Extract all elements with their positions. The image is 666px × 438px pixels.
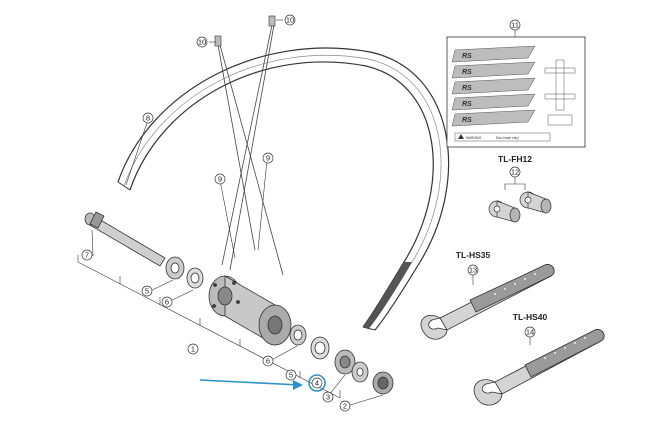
svg-text:RS: RS	[462, 117, 472, 124]
svg-text:Disc brake only!: Disc brake only!	[496, 136, 519, 140]
svg-text:13: 13	[469, 266, 477, 275]
tool-tl-hs35: TL-HS35 13	[420, 250, 555, 340]
callout-5-right: 5	[285, 369, 297, 381]
svg-text:1: 1	[191, 345, 195, 354]
callout-9-right: 9	[262, 152, 274, 164]
svg-text:TL-HS35: TL-HS35	[456, 250, 491, 260]
svg-text:8: 8	[146, 114, 150, 123]
callout-2: 2	[339, 400, 351, 412]
svg-text:TL-HS40: TL-HS40	[513, 312, 548, 322]
svg-text:5: 5	[145, 287, 149, 296]
callout-6-right: 6	[262, 355, 274, 367]
svg-text:RS: RS	[462, 101, 472, 108]
decal-sheet: 11 RS RS RS RS RS WARNING Disc brake onl…	[446, 19, 586, 148]
svg-text:7: 7	[85, 251, 89, 260]
svg-text:14: 14	[526, 328, 534, 337]
callout-4: 4	[311, 377, 323, 389]
callout-7: 7	[81, 249, 93, 261]
svg-text:12: 12	[511, 168, 519, 177]
spoke-left-b	[219, 44, 284, 276]
svg-text:6: 6	[165, 298, 169, 307]
svg-text:11: 11	[511, 21, 519, 30]
rim	[117, 47, 450, 331]
svg-text:5: 5	[289, 371, 293, 380]
tool-tl-fh12: TL-FH12 12	[488, 154, 552, 223]
callout-10-left: 10	[196, 36, 208, 48]
callout-9-left: 9	[214, 173, 226, 185]
spoke-right	[221, 24, 273, 266]
svg-text:6: 6	[266, 357, 270, 366]
svg-text:WARNING: WARNING	[466, 136, 482, 140]
spoke-left	[217, 44, 256, 251]
hub-assembly	[84, 211, 394, 395]
leader-lines	[77, 19, 384, 406]
spokes	[214, 15, 284, 276]
tool-tl-hs40: TL-HS40 14	[473, 312, 605, 406]
callout-10-right: 10	[284, 14, 296, 26]
axle	[84, 211, 166, 267]
callout-5-left: 5	[141, 285, 153, 297]
hub-shell	[208, 275, 292, 346]
highlight-arrow	[199, 374, 326, 392]
svg-text:RS: RS	[462, 85, 472, 92]
callout-6-left: 6	[161, 296, 173, 308]
svg-text:RS: RS	[462, 53, 472, 60]
svg-text:10: 10	[286, 16, 294, 25]
svg-text:2: 2	[343, 402, 347, 411]
svg-text:RS: RS	[462, 69, 472, 76]
svg-text:9: 9	[266, 154, 270, 163]
svg-text:9: 9	[218, 175, 222, 184]
callout-3: 3	[322, 391, 334, 403]
callout-1: 1	[187, 343, 199, 355]
decal-logos	[451, 45, 536, 127]
svg-text:TL-FH12: TL-FH12	[498, 154, 532, 164]
svg-text:4: 4	[315, 379, 319, 388]
svg-text:10: 10	[198, 38, 206, 47]
callout-8: 8	[142, 112, 154, 124]
spoke-right-b	[229, 24, 275, 271]
svg-text:3: 3	[326, 393, 330, 402]
